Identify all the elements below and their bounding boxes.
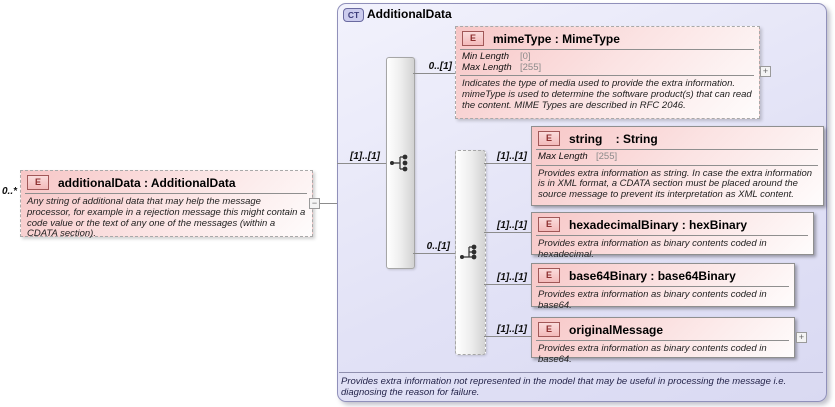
facet-label: Max Length (538, 151, 588, 162)
cardinality-hexadecimalBinary: [1]..[1] (497, 220, 527, 231)
element-title: hexadecimalBinary : hexBinary (569, 217, 748, 232)
cardinality-choice: 0..[1] (426, 241, 450, 252)
facet-row: Min Length [0] (456, 51, 759, 63)
cardinality-originalMessage: [1]..[1] (497, 324, 527, 335)
divider (536, 235, 808, 236)
divider (536, 149, 818, 150)
element-box-originalMessage[interactable]: E originalMessage Provides extra informa… (531, 317, 795, 365)
facet-row: Max Length [255] (456, 61, 759, 74)
element-badge-icon: E (27, 175, 49, 190)
connector-line (337, 163, 386, 164)
collapse-button[interactable]: − (309, 198, 320, 209)
facet-row: Max Length [255] (532, 151, 823, 163)
choice-indicator-bar (455, 150, 486, 355)
connector-line (484, 336, 531, 337)
element-description: Indicates the type of media used to prov… (462, 78, 752, 111)
sequence-icon (390, 154, 408, 172)
element-description: Any string of additional data that may h… (27, 196, 306, 240)
facet-label: Min Length (462, 51, 510, 62)
element-box-string[interactable]: E string : String Max Length [255] Provi… (531, 126, 824, 206)
cardinality-base64Binary: [1]..[1] (497, 272, 527, 283)
facet-label: Max Length (462, 61, 512, 73)
connector-line (320, 203, 337, 204)
expand-button-mimeType[interactable]: + (760, 66, 771, 77)
facet-value: [255] (596, 151, 618, 162)
divider (536, 164, 818, 166)
cardinality-mimeType: 0..[1] (428, 61, 452, 72)
facet-value: [0] (520, 51, 531, 62)
element-badge-icon: E (538, 217, 560, 232)
facet-value: [255] (520, 61, 542, 73)
connector-line (413, 73, 455, 74)
expand-button-originalMessage[interactable]: + (796, 332, 807, 343)
element-box-mimeType[interactable]: E mimeType : MimeType Min Length [0] Max… (455, 26, 760, 119)
element-badge-icon: E (538, 131, 560, 146)
cardinality-into-sequence: [1]..[1] (350, 151, 380, 162)
complex-type-annotation: Provides extra information not represent… (341, 376, 787, 399)
element-description: Provides extra information as string. In… (538, 167, 813, 201)
element-title: originalMessage (569, 322, 664, 337)
connector-line (484, 232, 531, 233)
element-badge-icon: E (538, 268, 560, 283)
element-box-base64Binary[interactable]: E base64Binary : base64Binary Provides e… (531, 263, 795, 311)
element-title: base64Binary : base64Binary (569, 268, 736, 283)
element-title: additionalData : AdditionalData (58, 175, 236, 190)
cardinality-root: 0..* (2, 186, 18, 197)
element-box-hexadecimalBinary[interactable]: E hexadecimalBinary : hexBinary Provides… (531, 212, 814, 260)
divider (460, 49, 754, 50)
element-badge-icon: E (538, 322, 560, 337)
element-description: Provides extra information as binary con… (538, 289, 767, 311)
element-title: mimeType : MimeType (493, 31, 620, 46)
connector-line (484, 284, 531, 285)
connector-line (484, 163, 531, 164)
element-badge-icon: E (462, 31, 484, 46)
element-description: Provides extra information as binary con… (538, 238, 767, 260)
complex-type-title: AdditionalData (367, 7, 452, 21)
complex-type-badge: CT (343, 8, 364, 22)
element-box-additionalData[interactable]: E additionalData : AdditionalData Any st… (20, 170, 313, 239)
divider (536, 340, 789, 341)
element-title: string : String (569, 131, 658, 146)
divider (536, 286, 789, 287)
divider (25, 193, 307, 194)
choice-icon (460, 244, 477, 260)
element-description: Provides extra information as binary con… (538, 343, 767, 365)
cardinality-string: [1]..[1] (497, 151, 527, 162)
divider (460, 75, 754, 76)
footer-divider (339, 372, 823, 373)
connector-line (413, 253, 455, 254)
